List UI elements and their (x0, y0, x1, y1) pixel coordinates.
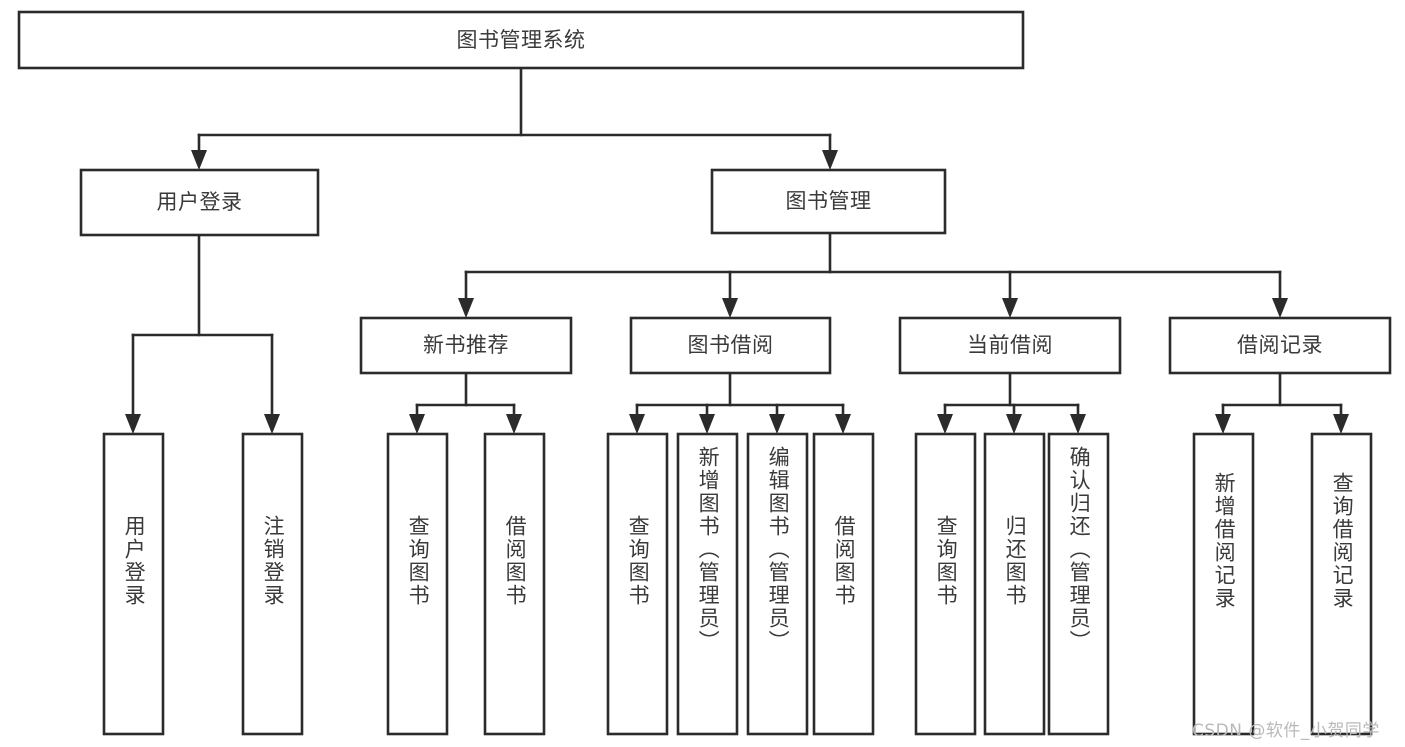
arrow-head-leaf-cur-confirm (1070, 414, 1086, 434)
node-box-leaf-rec-borrow[interactable] (483, 432, 546, 736)
arrow-head-leaf-rec-add (1215, 414, 1231, 434)
arrow-head-leaf-borrow-query (629, 414, 645, 434)
node-box-book-borrow[interactable] (629, 316, 832, 375)
csdn-watermark: CSDN @软件_小贺同学 (1192, 721, 1380, 741)
node-box-leaf-user-login[interactable] (102, 432, 165, 736)
node-box-new-book-rec[interactable] (359, 316, 573, 375)
arrow-head-user-login (191, 150, 207, 170)
arrow-head-new-book-rec (458, 298, 474, 318)
node-box-leaf-user-logout[interactable] (241, 432, 304, 736)
arrow-head-leaf-rec-borrow (506, 414, 522, 434)
arrow-head-borrow-record (1272, 298, 1288, 318)
arrow-head-leaf-user-login (125, 414, 141, 434)
node-box-book-manage[interactable] (710, 168, 947, 235)
node-box-leaf-cur-query[interactable] (914, 432, 977, 736)
node-box-borrow-record[interactable] (1168, 316, 1392, 375)
node-box-leaf-rec-query[interactable] (386, 432, 449, 736)
node-box-root[interactable] (17, 10, 1025, 70)
arrow-head-book-borrow (722, 298, 738, 318)
arrow-head-leaf-rec-query (409, 414, 425, 434)
node-box-leaf-cur-return[interactable] (983, 432, 1046, 736)
arrow-head-leaf-borrow-edit (769, 414, 785, 434)
connector-layer (125, 66, 1349, 434)
node-box-leaf-rec-search[interactable] (1310, 432, 1373, 736)
arrow-head-leaf-borrow-lend (835, 414, 851, 434)
node-box-leaf-cur-confirm[interactable] (1047, 432, 1110, 736)
arrow-head-leaf-rec-search (1333, 414, 1349, 434)
node-box-layer (17, 10, 1392, 736)
node-box-leaf-borrow-add[interactable] (676, 432, 739, 736)
arrow-head-book-manage (822, 150, 838, 170)
node-box-leaf-borrow-lend[interactable] (812, 432, 875, 736)
node-box-leaf-rec-add[interactable] (1192, 432, 1255, 736)
node-box-user-login[interactable] (79, 168, 320, 237)
arrow-head-leaf-cur-query (937, 414, 953, 434)
arrow-head-leaf-cur-return (1006, 414, 1022, 434)
node-box-current-borrow[interactable] (898, 316, 1122, 375)
arrow-head-current-borrow (1002, 298, 1018, 318)
node-box-leaf-borrow-query[interactable] (606, 432, 669, 736)
node-box-leaf-borrow-edit[interactable] (746, 432, 809, 736)
arrow-head-leaf-user-logout (264, 414, 280, 434)
arrow-head-leaf-borrow-add (699, 414, 715, 434)
